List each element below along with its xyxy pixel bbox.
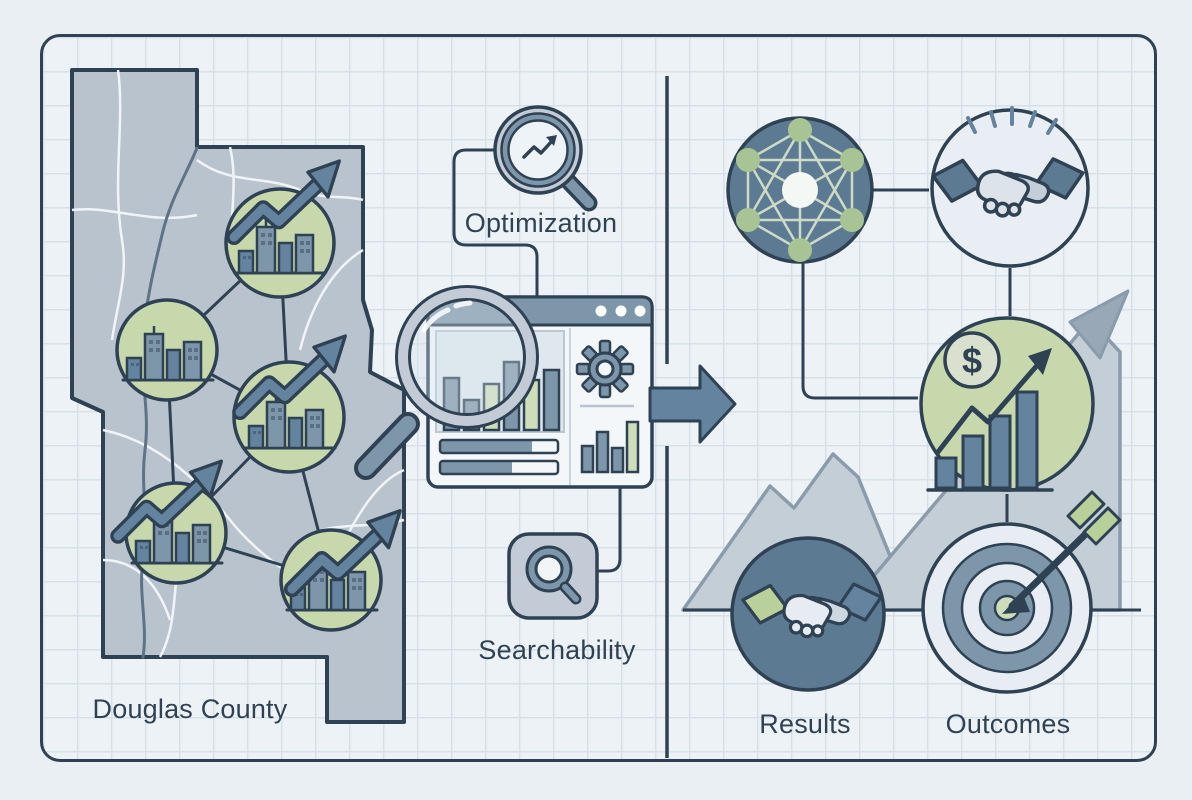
magnifier-trend-icon [493, 105, 598, 212]
dollar-sign: $ [962, 340, 982, 381]
window-dots [595, 305, 646, 317]
searchability-label: Searchability [478, 635, 636, 665]
rays [966, 106, 1058, 135]
right-connectors [801, 188, 1012, 522]
map-region-label: Douglas County [92, 694, 288, 724]
optimization-label: Optimization [464, 208, 618, 238]
flow-arrow-icon [648, 364, 737, 444]
results-label: Results [759, 709, 851, 739]
outcomes-label: Outcomes [945, 709, 1071, 739]
target-dart-icon [921, 490, 1122, 694]
results-handshake-icon [730, 536, 886, 692]
gear-icon [575, 339, 635, 399]
dart [1002, 490, 1122, 614]
progress-bars [438, 438, 560, 476]
connector-optimization [452, 148, 539, 298]
network-icon [726, 116, 874, 264]
city-growth-nodes [117, 161, 400, 632]
mini-bar-chart [580, 420, 640, 474]
magnifier-icon [354, 285, 539, 480]
browser-analytics-window [426, 295, 654, 489]
search-app-icon [507, 532, 599, 620]
money-growth-icon: $ [919, 316, 1095, 492]
connector-searchability [597, 487, 622, 573]
handshake-icon [930, 106, 1090, 268]
douglas-county-map [70, 68, 404, 724]
